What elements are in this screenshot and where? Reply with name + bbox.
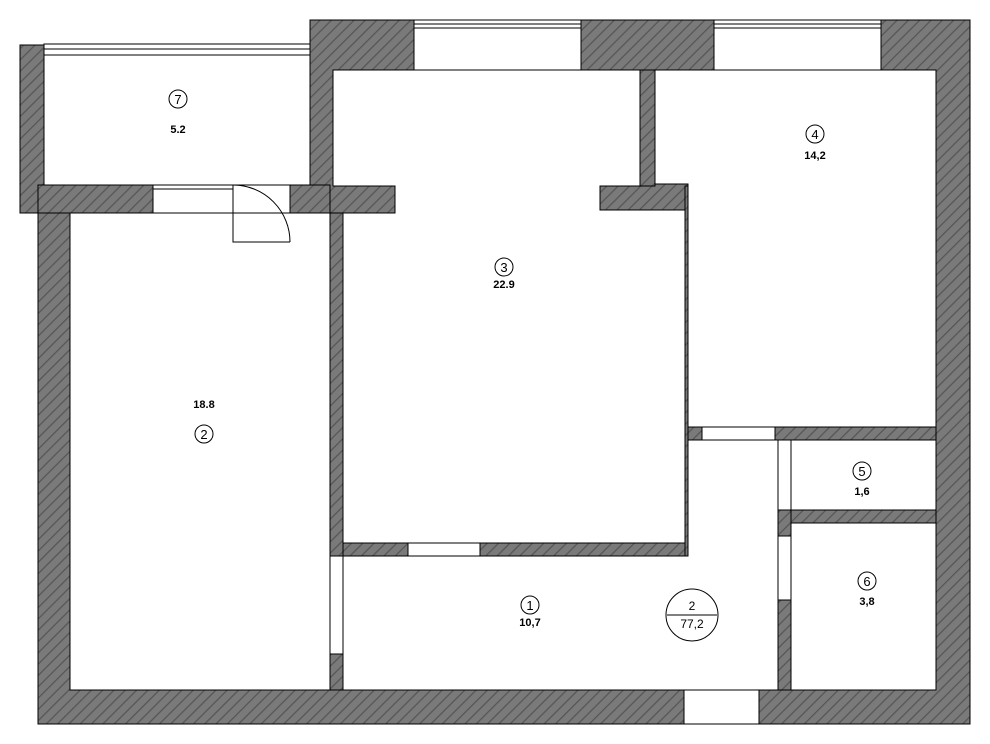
svg-text:1: 1 bbox=[526, 598, 533, 613]
svg-text:14,2: 14,2 bbox=[804, 150, 825, 162]
wall-3-4-lower bbox=[684, 185, 689, 557]
svg-text:5: 5 bbox=[858, 464, 865, 479]
room-7-label: 7 5.2 bbox=[168, 89, 188, 136]
svg-text:2: 2 bbox=[200, 427, 207, 442]
wall-5-6 bbox=[790, 509, 937, 524]
svg-text:7: 7 bbox=[174, 92, 181, 107]
door-5 bbox=[777, 439, 792, 511]
room-2-label: 18.8 2 bbox=[193, 399, 215, 444]
svg-text:22.9: 22.9 bbox=[493, 279, 514, 291]
room-6-floor bbox=[790, 522, 937, 691]
door-2 bbox=[329, 555, 344, 655]
door-6 bbox=[777, 535, 792, 601]
entry-door bbox=[683, 689, 760, 725]
svg-text:2: 2 bbox=[689, 599, 696, 613]
room-4-label: 4 14,2 bbox=[804, 124, 826, 162]
svg-text:18.8: 18.8 bbox=[193, 399, 214, 411]
room-7-floor bbox=[43, 54, 311, 186]
room-2-floor bbox=[69, 212, 331, 691]
wall-3-corridor bbox=[342, 542, 689, 557]
svg-text:6: 6 bbox=[863, 574, 870, 589]
svg-text:4: 4 bbox=[811, 127, 818, 142]
svg-text:1,6: 1,6 bbox=[854, 486, 869, 498]
svg-text:77,2: 77,2 bbox=[680, 617, 704, 631]
svg-text:3: 3 bbox=[500, 260, 507, 275]
wall-3-4 bbox=[639, 69, 656, 187]
room-6-label: 6 3,8 bbox=[857, 571, 877, 608]
room-3-floor bbox=[332, 69, 686, 544]
door-3 bbox=[407, 542, 481, 557]
room-1-label: 1 10,7 bbox=[519, 595, 541, 629]
window-balcony-door bbox=[152, 184, 234, 214]
svg-text:5.2: 5.2 bbox=[170, 124, 185, 136]
room-5-label: 5 1,6 bbox=[852, 461, 872, 498]
svg-text:3,8: 3,8 bbox=[859, 596, 874, 608]
svg-text:10,7: 10,7 bbox=[519, 617, 540, 629]
room-3-label: 3 22.9 bbox=[493, 257, 515, 291]
door-4 bbox=[701, 426, 776, 441]
total-area-badge: 2 77,2 bbox=[665, 588, 719, 642]
door-swing-arc bbox=[232, 185, 290, 243]
room-4-floor bbox=[654, 69, 937, 428]
